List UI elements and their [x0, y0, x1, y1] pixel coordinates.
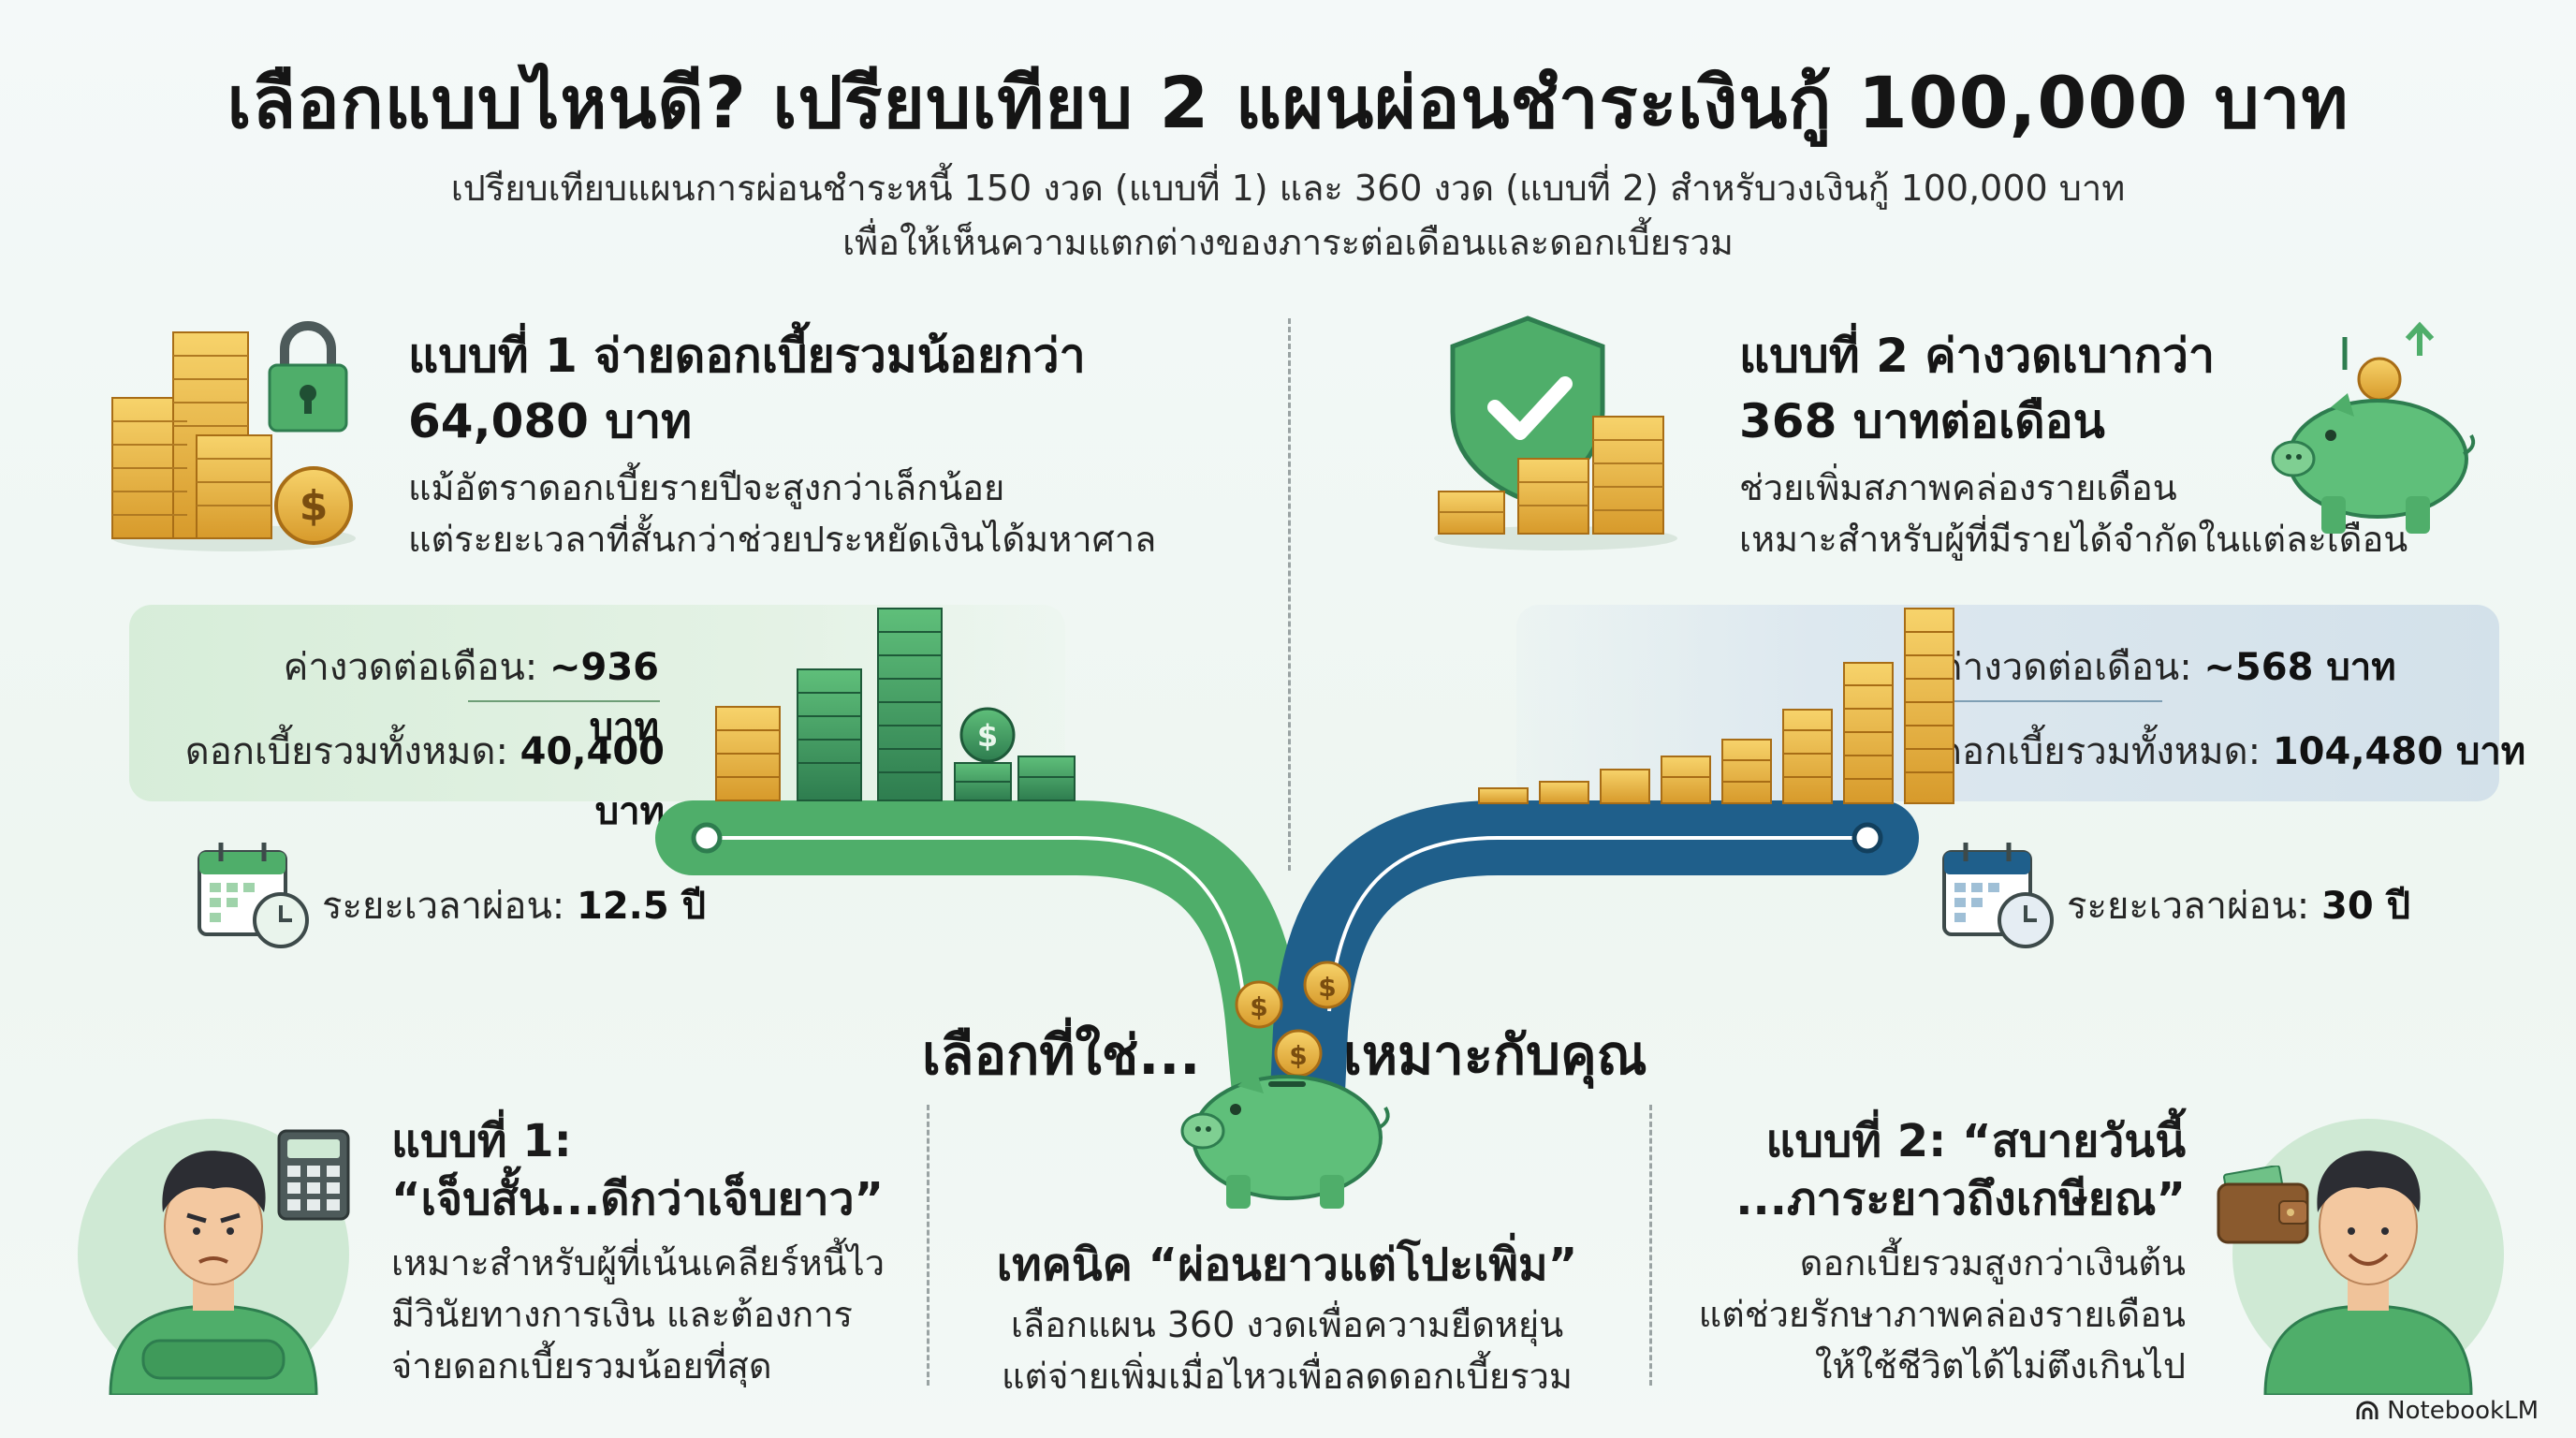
falling-coins: $ $ $ [1235, 961, 1352, 1078]
svg-text:$: $ [977, 718, 998, 754]
bottom-divider-right [1649, 1105, 1652, 1386]
plan1-quote-title: แบบที่ 1: [391, 1115, 572, 1167]
brand-label: NotebookLM [2355, 1397, 2539, 1425]
svg-text:$: $ [300, 482, 329, 530]
plan1-desc-line-2: แต่ระยะเวลาที่สั้นกว่าช่วยประหยัดเงินได้… [408, 519, 1157, 560]
plan1-desc-line-1: แม้อัตราดอกเบี้ยรายปีจะสูงกว่าเล็กน้อย [408, 467, 1005, 508]
plan1-heading: แบบที่ 1 จ่ายดอกเบี้ยรวมน้อยกว่า 64,080 … [408, 323, 1086, 454]
plan1-interest: ดอกเบี้ยรวมทั้งหมด: 40,400 บาท [150, 721, 665, 841]
plan2-heading-line-1: แบบที่ 2 ค่างวดเบากว่า [1739, 329, 2216, 383]
plan2-heading-line-2: 368 บาทต่อเดือน [1739, 394, 2105, 448]
svg-text:$: $ [1250, 991, 1267, 1022]
tip-line-2: แต่จ่ายเพิ่มเมื่อไหวเพื่อลดดอกเบี้ยรวม [1002, 1356, 1573, 1397]
plan2-monthly-label: ค่างวดต่อเดือน: [1938, 646, 2192, 689]
plan1-quote-desc-3: จ่ายดอกเบี้ยรวมน้อยที่สุด [391, 1345, 772, 1387]
plan1-stat-divider [468, 700, 660, 702]
svg-text:$: $ [1318, 972, 1336, 1003]
plan2-desc-line-1: ช่วยเพิ่มสภาพคล่องรายเดือน [1739, 467, 2177, 508]
plan1-quote: “เจ็บสั้น...ดีกว่าเจ็บยาว” [391, 1173, 885, 1225]
tip-line-1: เลือกแผน 360 งวดเพื่อความยืดหยุ่น [1010, 1304, 1564, 1345]
plan2-quote: ...ภาระยาวถึงเกษียณ” [1735, 1173, 2186, 1225]
plan2-quote-desc-1: ดอกเบี้ยรวมสูงกว่าเงินต้น [1799, 1242, 2186, 1284]
plan1-description: แม้อัตราดอกเบี้ยรายปีจะสูงกว่าเล็กน้อย แ… [408, 462, 1156, 565]
plan2-quote-desc-3: ให้ใช้ชีวิตได้ไม่ตึงเกินไป [1814, 1345, 2186, 1387]
brand-text: NotebookLM [2387, 1397, 2539, 1425]
plan2-interest-label: ดอกเบี้ยรวมทั้งหมด: [1938, 730, 2261, 773]
plan1-heading-line-2: 64,080 บาท [408, 394, 693, 448]
calendar-clock-icon [198, 843, 309, 948]
center-tip: เทคนิค “ผ่อนยาวแต่โปะเพิ่ม” เลือกแผน 360… [955, 1236, 1619, 1402]
calculator-icon [277, 1129, 350, 1221]
plan2-duration: ระยะเวลาผ่อน: 30 ปี [2067, 875, 2410, 935]
plan2-stat-divider [1938, 700, 2162, 702]
plan1-monthly-label: ค่างวดต่อเดือน: [283, 646, 538, 689]
plan1-duration-value: 12.5 ปี [577, 885, 707, 928]
plan2-quote-desc-2: แต่ช่วยรักษาภาพคล่องรายเดือน [1698, 1294, 2186, 1335]
plan2-quote-title: แบบที่ 2: “สบายวันนี้ [1765, 1115, 2187, 1167]
plan2-duration-label: ระยะเวลาผ่อน: [2067, 885, 2310, 928]
dollar-coin-icon: $ [274, 466, 353, 545]
plan2-quote-block: แบบที่ 2: “สบายวันนี้ ...ภาระยาวถึงเกษีย… [1676, 1112, 2186, 1392]
plan1-heading-line-1: แบบที่ 1 จ่ายดอกเบี้ยรวมน้อยกว่า [408, 329, 1086, 383]
wallet-icon [2217, 1166, 2309, 1244]
piggy-bank-icon [2271, 321, 2476, 534]
plan2-monthly-value: ~568 บาท [2203, 646, 2396, 689]
plan1-monthly: ค่างวดต่อเดือน: ~936 บาท [256, 637, 659, 756]
plan1-duration-label: ระยะเวลาผ่อน: [322, 885, 565, 928]
plan1-duration: ระยะเวลาผ่อน: 12.5 ปี [322, 875, 706, 935]
subtitle-line-1: เปรียบเทียบแผนการผ่อนชำระหนี้ 150 งวด (แ… [450, 168, 2126, 209]
plan2-heading: แบบที่ 2 ค่างวดเบากว่า 368 บาทต่อเดือน [1739, 323, 2215, 454]
page-subtitle: เปรียบเทียบแผนการผ่อนชำระหนี้ 150 งวด (แ… [0, 161, 2576, 270]
plan2-desc-line-2: เหมาะสำหรับผู้ที่มีรายได้จำกัดในแต่ละเดื… [1739, 519, 2408, 560]
calendar-clock-icon [1942, 843, 2054, 948]
lock-icon [268, 321, 348, 433]
svg-text:$: $ [1289, 1040, 1307, 1071]
plan1-quote-block: แบบที่ 1: “เจ็บสั้น...ดีกว่าเจ็บยาว” เหม… [391, 1112, 885, 1392]
top-divider [1288, 318, 1291, 871]
plan2-interest-value: 104,480 บาท [2272, 730, 2526, 773]
center-right-text: เหมาะกับคุณ [1343, 1023, 1647, 1087]
plan1-monthly-value: ~936 บาท [549, 646, 659, 749]
plan1-quote-desc-1: เหมาะสำหรับผู้ที่เน้นเคลียร์หนี้ไว [391, 1242, 886, 1284]
bottom-divider-left [927, 1105, 929, 1386]
central-piggy-bank [1180, 1070, 1390, 1209]
plan2-description: ช่วยเพิ่มสภาพคล่องรายเดือน เหมาะสำหรับผู… [1739, 462, 2408, 565]
plan1-interest-label: ดอกเบี้ยรวมทั้งหมด: [184, 730, 508, 773]
plan2-coin-stacks [1478, 608, 1954, 804]
shield-check-icon [1434, 315, 1677, 550]
plan1-interest-value: 40,400 บาท [520, 730, 665, 833]
plan1-coin-stacks: $ [715, 608, 1076, 801]
plan2-monthly: ค่างวดต่อเดือน: ~568 บาท [1938, 637, 2396, 697]
notebooklm-logo-icon [2356, 1401, 2378, 1419]
plan2-interest: ดอกเบี้ยรวมทั้งหมด: 104,480 บาท [1938, 721, 2525, 781]
plan1-quote-desc-2: มีวินัยทางการเงิน และต้องการ [391, 1294, 853, 1335]
center-left-text: เลือกที่ใช่... [922, 1023, 1201, 1087]
subtitle-line-2: เพื่อให้เห็นความแตกต่างของภาระต่อเดือนแล… [842, 222, 1734, 263]
plan2-duration-value: 30 ปี [2321, 885, 2410, 928]
coin-stack-icon [111, 331, 356, 551]
page-title: เลือกแบบไหนดี? เปรียบเทียบ 2 แผนผ่อนชำระ… [227, 61, 2349, 144]
tip-title: เทคนิค “ผ่อนยาวแต่โปะเพิ่ม” [996, 1239, 1578, 1291]
